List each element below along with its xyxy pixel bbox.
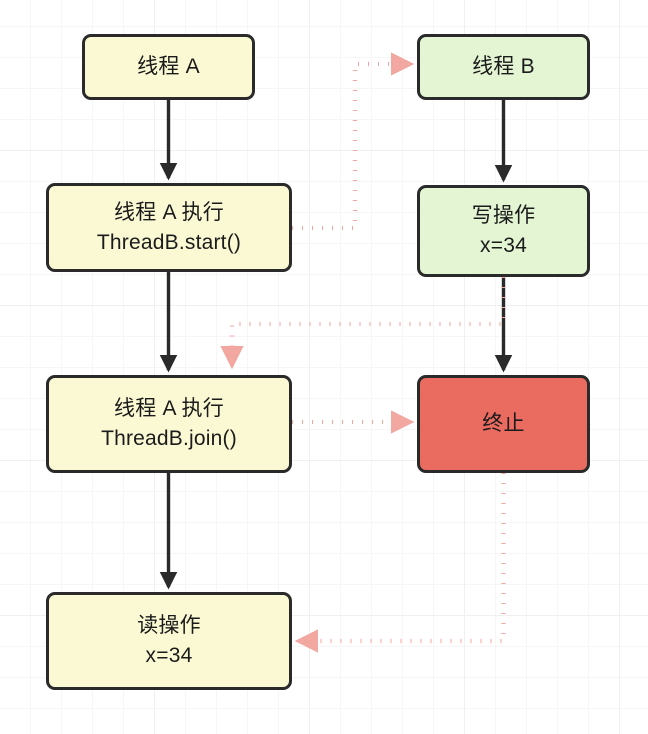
node-write-op[interactable]: 写操作 x=34 bbox=[417, 185, 590, 277]
node-thread-a-start[interactable]: 线程 A 执行 ThreadB.start() bbox=[46, 183, 292, 272]
node-terminate[interactable]: 终止 bbox=[417, 375, 590, 473]
node-thread-a-label: 线程 A bbox=[137, 55, 200, 79]
node-thread-a-join-label-1: 线程 A 执行 bbox=[114, 397, 224, 421]
node-thread-a-join[interactable]: 线程 A 执行 ThreadB.join() bbox=[46, 375, 292, 473]
node-read-op-label-1: 读操作 bbox=[137, 614, 201, 638]
node-thread-b-label: 线程 B bbox=[472, 55, 535, 79]
node-read-op[interactable]: 读操作 x=34 bbox=[46, 592, 292, 690]
edge-write-to-join bbox=[220, 277, 506, 370]
node-thread-a[interactable]: 线程 A bbox=[82, 34, 255, 100]
node-read-op-label-2: x=34 bbox=[145, 644, 193, 667]
edge-terminate-to-read bbox=[294, 473, 506, 653]
node-write-op-label-2: x=34 bbox=[480, 234, 527, 257]
node-thread-b[interactable]: 线程 B bbox=[417, 34, 590, 100]
node-thread-a-start-label-1: 线程 A 执行 bbox=[114, 200, 224, 224]
node-terminate-label: 终止 bbox=[482, 412, 525, 436]
node-write-op-label-1: 写操作 bbox=[471, 204, 536, 228]
node-thread-a-join-label-2: ThreadB.join() bbox=[101, 427, 237, 450]
edge-start-to-thread-b bbox=[292, 52, 415, 231]
node-thread-a-start-label-2: ThreadB.start() bbox=[96, 230, 242, 254]
